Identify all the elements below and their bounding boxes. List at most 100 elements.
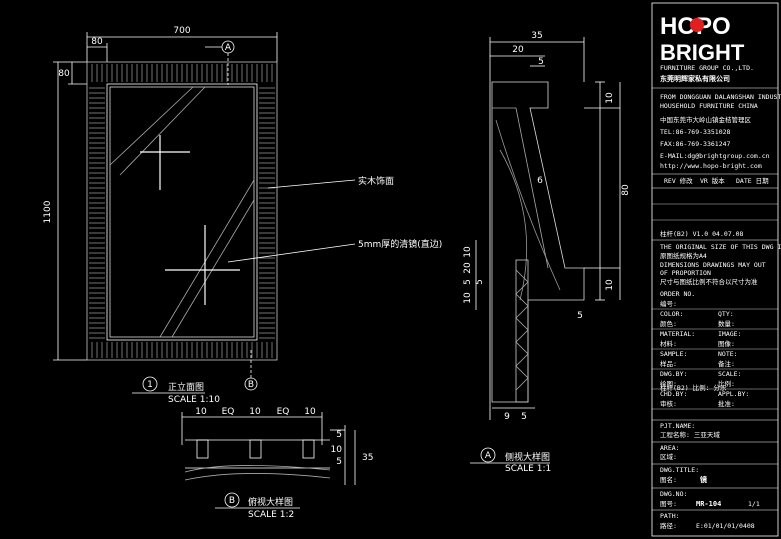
dim-b-5: 10 — [304, 407, 316, 417]
dim-b-r2: 10 — [331, 445, 343, 455]
area-label-cn: 区域: — [660, 452, 677, 461]
detail-a-scale: SCALE 1:1 — [505, 464, 551, 474]
website: http://www.hopo-bright.com — [660, 162, 762, 170]
title-block-field: 数量: — [718, 319, 735, 328]
dim-height: 1100 — [43, 200, 53, 223]
dim-a-10-right: 10 — [605, 92, 615, 104]
note-3: DIMENSIONS DRAWINGS MAY OUT — [660, 261, 766, 269]
title-block-field: COLOR: — [660, 310, 683, 318]
area-label: AREA: — [660, 444, 680, 452]
title-block-field: ORDER NO. — [660, 290, 695, 298]
title-block-field: 材料: — [660, 339, 677, 348]
detail-b-scale: SCALE 1:2 — [248, 510, 294, 520]
title-block-field: 编号: — [660, 299, 677, 308]
title-block-field: SCALE: — [718, 370, 741, 378]
leader-mirror-label: 5mm厚的清镜(直边) — [358, 238, 442, 250]
dim-a-left-3: 5 — [463, 279, 473, 285]
dim-a-left-4: 5 — [475, 279, 485, 285]
pjt-name-label: PJT.NAME: — [660, 422, 695, 430]
dim-a-20: 20 — [512, 45, 524, 55]
dim-a-80: 80 — [621, 184, 631, 196]
note-2: 原图纸规格为A4 — [660, 251, 707, 260]
dwg-no-label-cn: 图号: — [660, 500, 677, 508]
section-marker-b: B — [248, 380, 254, 390]
view-number: 1 — [147, 380, 153, 390]
detail-a-tag: A — [485, 451, 492, 461]
title-block-field: CHD.BY: — [660, 390, 687, 398]
detail-b — [181, 412, 356, 509]
title-block-field: 备注: — [718, 359, 735, 368]
detail-b-tag: B — [229, 496, 235, 506]
title-block-field: IMAGE: — [718, 330, 741, 338]
detail-a — [470, 37, 621, 464]
dim-a-6: 6 — [537, 176, 543, 186]
dwg-no-value: MR-104 — [696, 500, 721, 508]
email: E-MAIL:dg@brightgroup.com.cn — [660, 152, 770, 160]
title-block-field: QTY: — [718, 310, 734, 318]
title-block-field: 绘图: — [660, 379, 677, 388]
note-1: THE ORIGINAL SIZE OF THIS DWG IS A4 — [660, 243, 781, 251]
section-marker-a: A — [225, 43, 232, 53]
dim-a-bottom-5: 5 — [521, 412, 527, 422]
title-block: HOPO BRIGHT FURNITURE GROUP CO.,LTD. 东莞明… — [651, 2, 781, 537]
rev-col-2: VR 版本 — [700, 176, 725, 185]
rev-col-3: DATE 日期 — [736, 177, 769, 185]
rev-col-1: REV 修改 — [664, 176, 693, 185]
dim-a-left-1: 10 — [463, 246, 473, 258]
title-block-field: SAMPLE: — [660, 350, 687, 358]
title-block-field: MATERIAL: — [660, 330, 695, 338]
detail-a-title: 侧视大样图 — [505, 451, 550, 463]
dim-a-left-5: 10 — [463, 292, 473, 304]
dim-a-5-bottom: 5 — [577, 311, 583, 321]
title-block-field: DWG.BY: — [660, 370, 687, 378]
leader-wood-label: 实木饰面 — [358, 175, 394, 187]
title-block-field: 图像: — [718, 339, 735, 348]
note-4: OF PROPORTION — [660, 269, 711, 277]
path-value: E:01/01/01/0408 — [696, 522, 755, 530]
dim-a-35: 35 — [531, 31, 542, 41]
address-1: FROM DONGGUAN DALANGSHAN INDUSTRY — [660, 93, 781, 101]
title-block-field: APPL.BY: — [718, 390, 749, 398]
view-title: 正立面图 — [168, 381, 204, 393]
dim-b-2: EQ — [222, 407, 235, 417]
logo-bottom: BRIGHT — [660, 40, 745, 65]
title-block-field: 颜色: — [660, 319, 677, 328]
dim-a-5-top: 5 — [538, 57, 544, 67]
scale-value: 柱杆(B2) 比例: 分示 — [660, 383, 727, 392]
pjt-name-value: 工程名称: 三亚天域 — [660, 430, 720, 439]
path-label-cn: 路径: — [660, 521, 677, 530]
note-5: 尺寸与图纸比例不符合以尺寸为准 — [660, 277, 758, 286]
address-cn: 中国东莞市大岭山镇金桔管理区 — [660, 115, 752, 124]
title-block-fields: ORDER NO.编号: COLOR: QTY: 颜色: 数量: MATERIAL: IMA… — [652, 290, 778, 410]
path-label: PATH: — [660, 512, 680, 520]
company-en: FURNITURE GROUP CO.,LTD. — [660, 64, 754, 72]
address-2: HOUSEHOLD FURNITURE CHINA — [660, 102, 758, 110]
sheet-number: 1/1 — [748, 500, 760, 508]
dim-width: 700 — [173, 26, 190, 36]
dim-frame-side: 80 — [91, 37, 103, 47]
dim-frame-top: 80 — [58, 69, 70, 79]
detail-b-text: 10 EQ 10 EQ 10 5 10 5 35 B 俯视大样图 SCALE 1… — [195, 407, 373, 520]
dim-b-4: EQ — [277, 407, 290, 417]
front-elevation-text: 700 80 80 1100 A B 实木饰面 5mm厚的清镜(直边) 1 正立… — [43, 26, 442, 405]
title-block-field: 比例: — [718, 379, 735, 388]
dim-b-r1: 5 — [336, 430, 342, 440]
title-block-field: 批准: — [718, 399, 735, 408]
dwg-no-label: DWG.NO: — [660, 490, 687, 498]
title-block-field: 样品: — [660, 359, 677, 368]
dwg-title-label: DWG.TITLE: — [660, 466, 699, 474]
detail-b-title: 俯视大样图 — [248, 496, 293, 508]
title-block-field: 审核: — [660, 399, 677, 408]
fax: FAX:86-769-3361247 — [660, 140, 731, 148]
logo-dot-icon — [690, 18, 704, 32]
dwg-title-label-cn: 图名: — [660, 475, 677, 484]
tel: TEL:86-769-3351028 — [660, 128, 731, 136]
dim-a-bottom-9: 9 — [504, 412, 510, 422]
front-elevation — [53, 32, 356, 394]
dim-b-r3: 5 — [336, 457, 342, 467]
dim-a-10-right2: 10 — [605, 279, 615, 291]
detail-a-text: 35 20 5 10 80 10 6 5 10 20 5 5 10 9 5 A … — [463, 31, 631, 474]
dim-b-1: 10 — [195, 407, 207, 417]
company-cn: 东莞明辉家私有限公司 — [660, 74, 730, 83]
